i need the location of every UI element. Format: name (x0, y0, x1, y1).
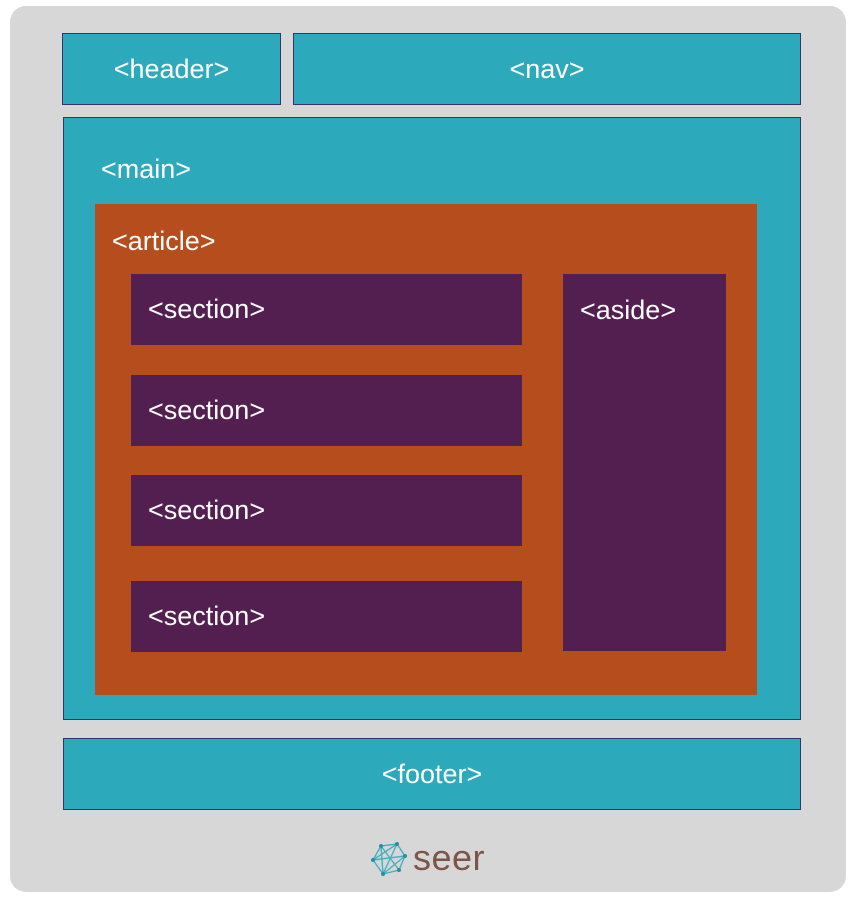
header-label: <header> (113, 53, 230, 84)
section-block: <section> (131, 475, 522, 546)
section-label: <section> (148, 601, 266, 631)
section-block: <section> (131, 274, 522, 345)
section-label: <section> (148, 395, 266, 425)
aside-block: <aside> (563, 274, 726, 651)
footer-block: <footer> (63, 738, 801, 810)
section-block: <section> (131, 581, 522, 652)
logo-text: seer (413, 837, 486, 878)
section-block: <section> (131, 375, 522, 446)
main-label: <main> (101, 154, 192, 184)
section-label: <section> (148, 495, 266, 525)
section-label: <section> (148, 294, 266, 324)
seer-logo: seer (367, 837, 486, 878)
nav-label: <nav> (509, 53, 585, 84)
header-block: <header> (62, 33, 281, 105)
footer-label: <footer> (381, 758, 483, 789)
article-label: <article> (112, 226, 216, 256)
network-globe-icon (371, 842, 407, 876)
nav-block: <nav> (293, 33, 801, 105)
aside-label: <aside> (580, 295, 677, 325)
